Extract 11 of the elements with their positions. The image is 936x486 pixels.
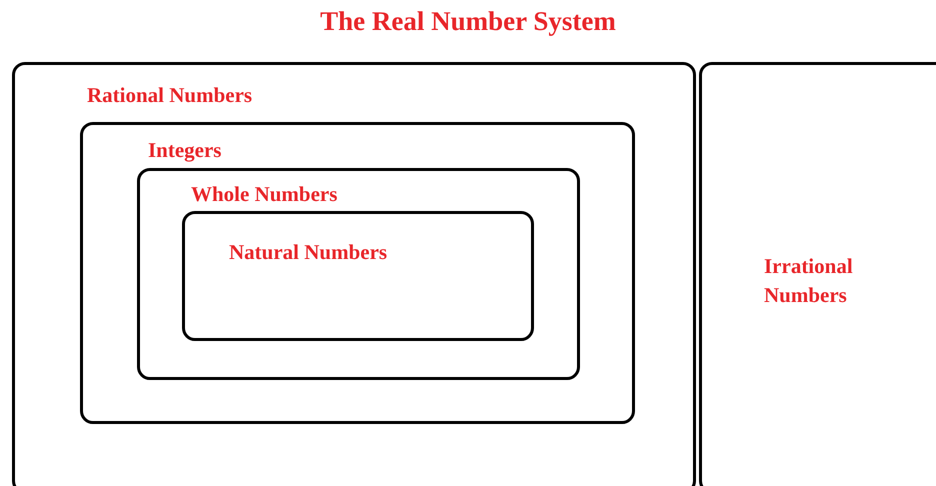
set-box (699, 62, 936, 486)
set-box (12, 62, 696, 486)
set-label: Natural Numbers (229, 239, 388, 266)
set-label: Whole Numbers (191, 181, 338, 208)
set-label: Irrational Numbers (764, 253, 854, 309)
diagram-title: The Real Number System (319, 5, 617, 38)
set-label: Integers (148, 137, 222, 164)
set-label: Rational Numbers (87, 82, 252, 109)
set-box (137, 168, 580, 380)
set-box (182, 211, 534, 341)
set-box (80, 122, 635, 424)
